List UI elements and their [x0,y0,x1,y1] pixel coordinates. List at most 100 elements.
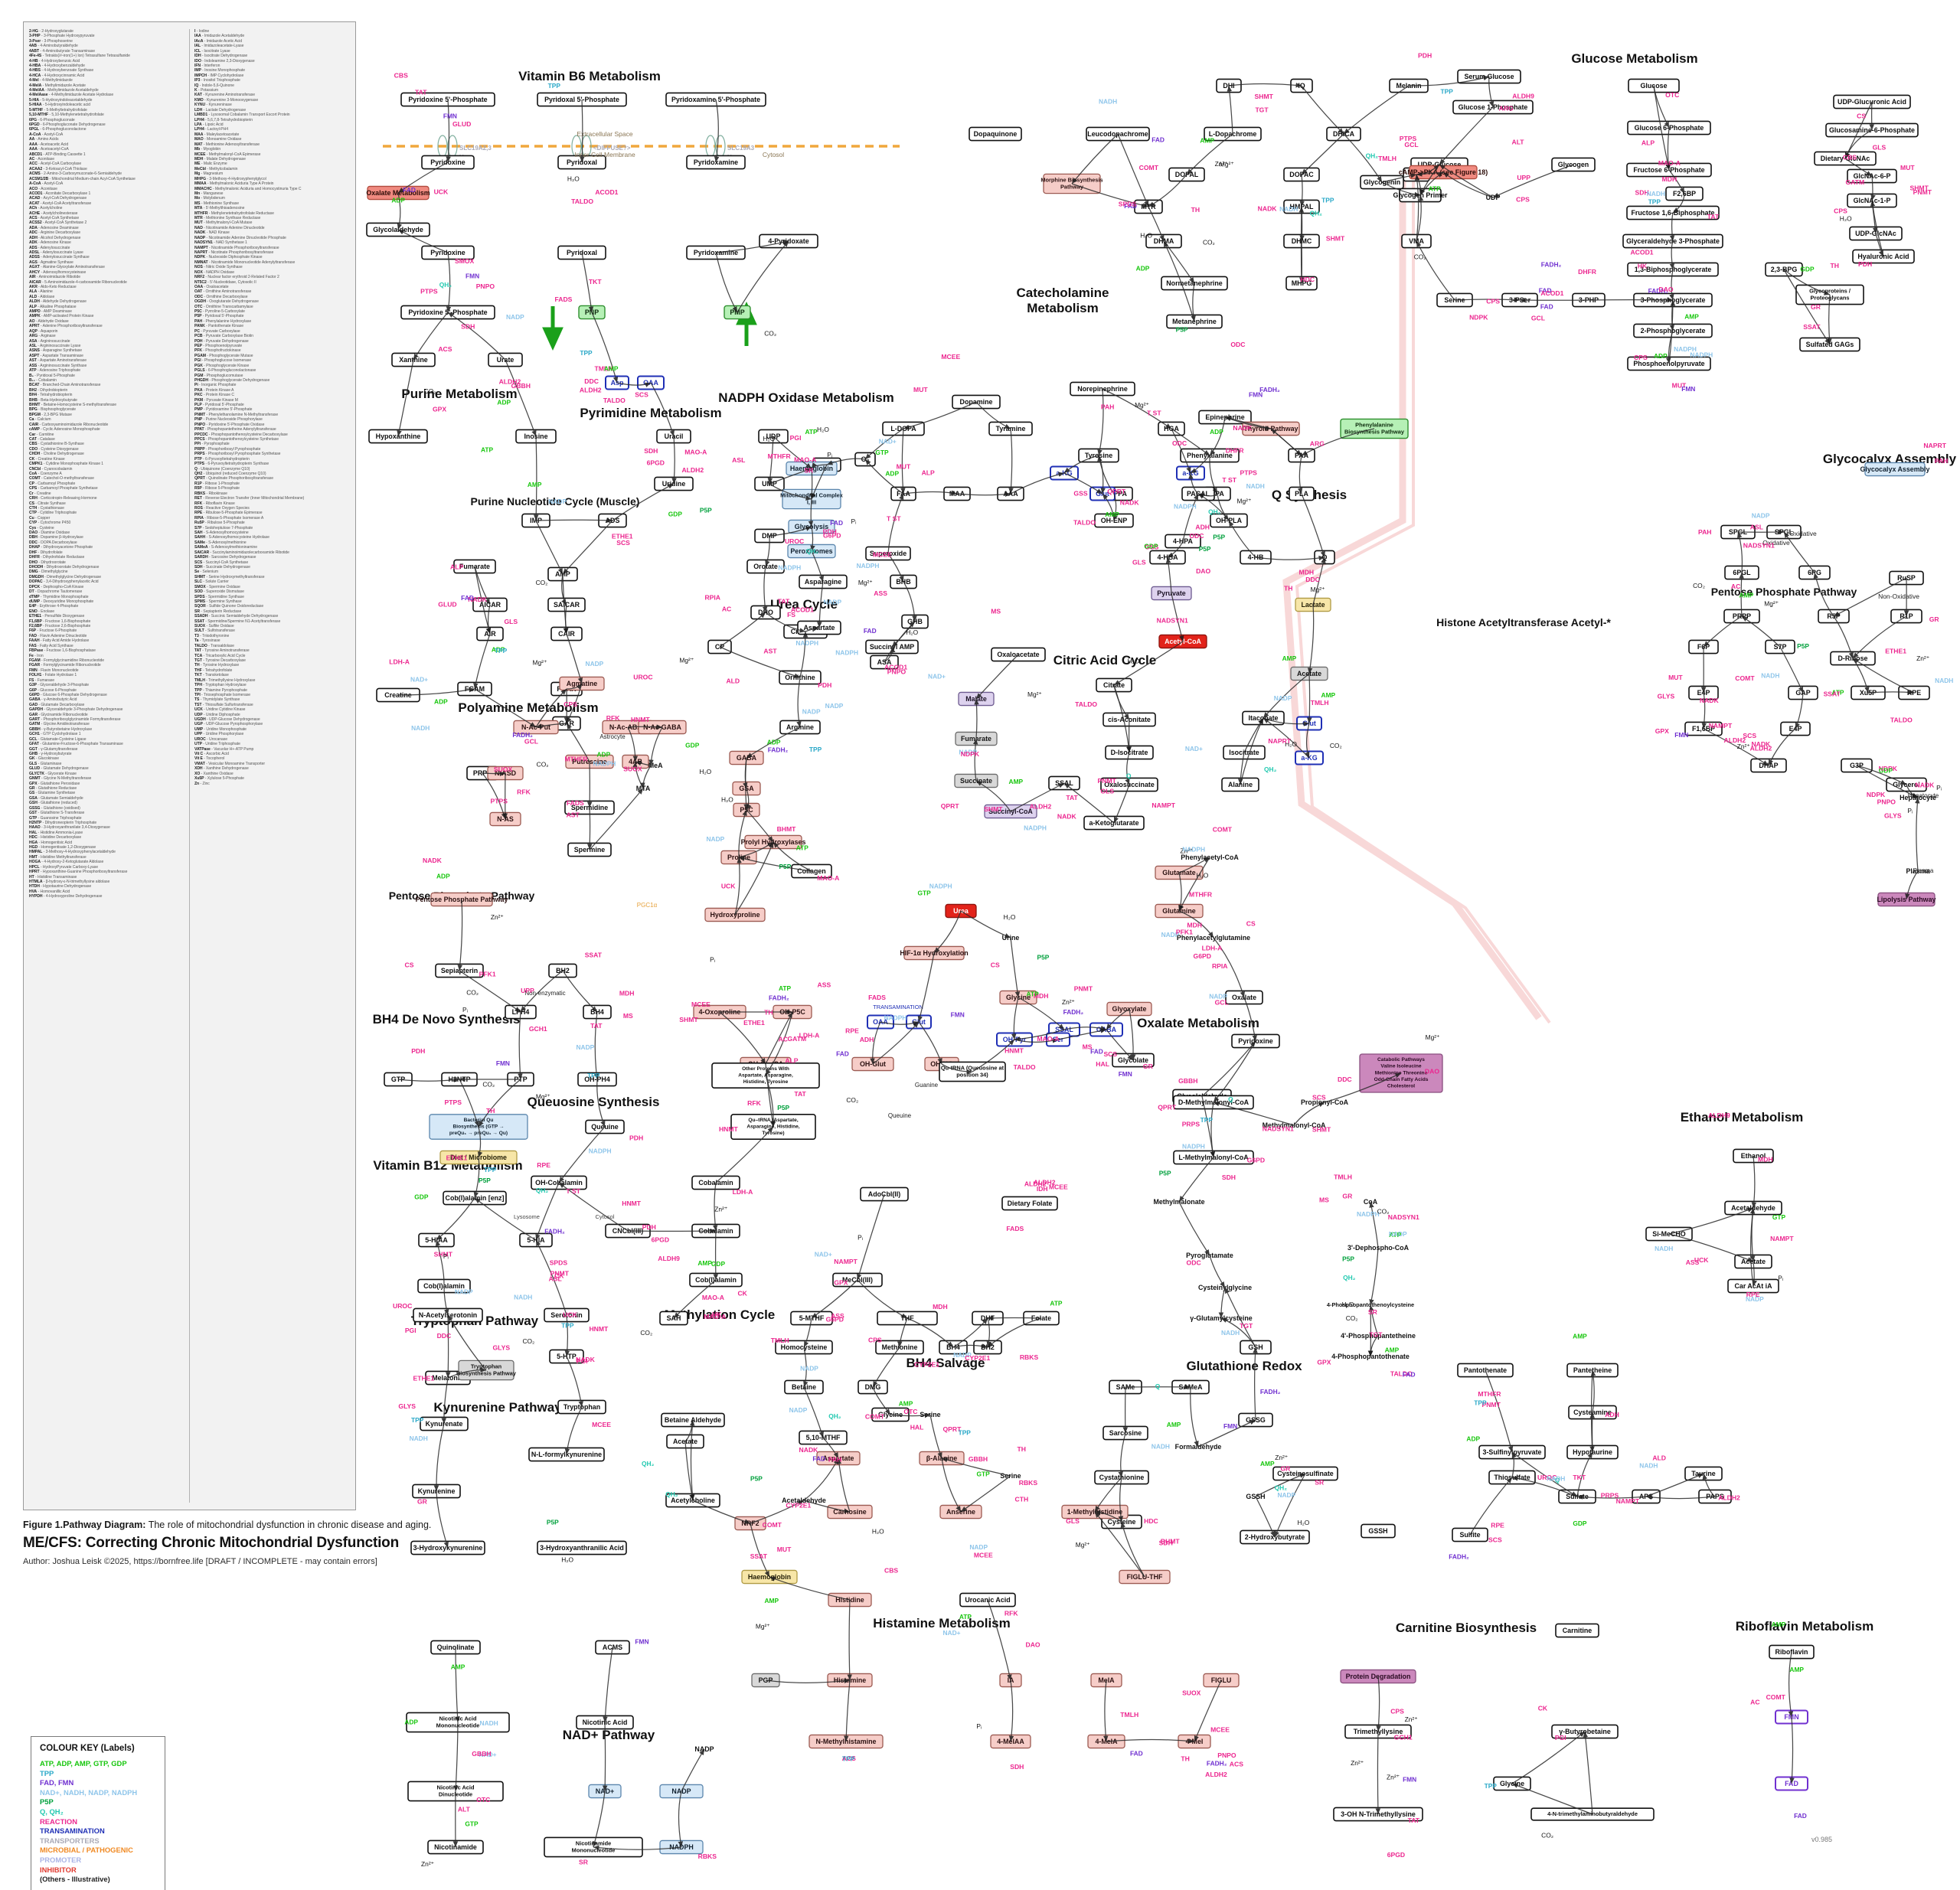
cofactor-label: ATP [1429,185,1442,193]
reaction-arrow [1585,1732,1592,1814]
cofactor-label: DDC [584,377,599,385]
colour-key-entry: TPP [40,1769,156,1779]
cofactor-label: TPP [495,647,508,654]
cofactor-label: GR [1280,1465,1291,1473]
cofactor-label: UPP [521,987,534,994]
cofactor-label: AMP [528,481,542,488]
cofactor-label: NAMPT [1770,1235,1794,1242]
cofactor-label: ODC [1230,341,1245,348]
cofactor-label: HNMT [622,1200,642,1207]
cofactor-label: AMP [1789,1666,1804,1673]
reaction-arrow [811,499,812,527]
cofactor-label: FMN [1681,385,1695,393]
reaction-arrow [679,1791,681,1847]
cofactor-label: P5P [777,1104,789,1111]
node-label: Dopamine [960,398,993,406]
cofactor-label: PDH [1858,260,1872,268]
reaction-arrow [536,521,563,574]
cofactor-label: Zn²⁺ [1737,743,1750,750]
reaction-arrow [605,1647,612,1722]
cofactor-label: TGT [1240,1322,1253,1330]
cofactor-label: CYP2E1 [786,1502,811,1510]
figure-caption: Figure 1.Pathway Diagram: The role of mi… [23,1520,605,1530]
cofactor-label: TMLH [1311,699,1329,707]
reaction-arrow [1302,86,1344,134]
cofactor-label: FMN [1223,1422,1237,1430]
cofactor-label: MTHFR [565,756,589,763]
cofactor-label: ATP [805,428,818,436]
cofactor-label: NADSYN1 [1263,1125,1294,1133]
cofactor-label: ACS [1230,1760,1243,1768]
glossary-divider [189,29,190,1503]
cofactor-label: NAD+ [1185,745,1203,752]
section-heading-catechol2: Metabolism [1027,301,1099,315]
cofactor-label: ARG [1310,439,1325,447]
cofactor-label: ASL [549,1275,562,1283]
colour-key-entry: Q, QH₂ [40,1807,156,1817]
cofactor-label: PFK1 [1176,929,1193,936]
reaction-arrow [716,100,718,162]
cofactor-label: Mg²⁺ [1135,401,1149,409]
cofactor-label: SUOX [623,765,642,773]
cofactor-label: RPE [845,1027,859,1034]
cofactor-label: AC [722,606,731,613]
cofactor-label: AC [1750,1699,1759,1706]
cofactor-label: MDH [1758,1155,1773,1163]
cofactor-label: GR [417,1497,428,1505]
cofactor-label: HAL [910,1424,924,1431]
section-heading-riboflavin: Riboflavin Metabolism [1736,1619,1873,1634]
reaction-arrow [1255,1347,1256,1420]
colour-key-entry: P5P [40,1797,156,1807]
cofactor-label: TAT [778,597,790,605]
cofactor-label: NAD+ [942,1629,960,1637]
cofactor-label: PNMT [1074,984,1093,992]
cofactor-label: RPE [1746,1291,1760,1298]
cofactor-label: RPIA [704,594,720,602]
cofactor-label: CO₂ [846,1096,858,1104]
reaction-arrow [1377,1732,1378,1814]
cofactor-label: GDP [668,511,683,518]
reaction-arrow [1099,389,1103,455]
reaction-arrow [1378,1676,1380,1732]
colour-key-title: COLOUR KEY (Labels) [40,1744,156,1753]
cofactor-label: TAT [415,88,427,96]
cofactor-label: QH₂ [439,281,452,289]
cofactor-label: COMT [763,1521,782,1529]
cofactor-label: SCS [635,391,648,399]
cofactor-label: MAO-A [794,455,816,463]
cofactor-label: PTPS [491,797,508,805]
cofactor-label: AMP [1385,1347,1400,1354]
cofactor-label: PGI [577,1357,588,1365]
reaction-arrow [1916,798,1918,871]
cofactor-label: DAO [1025,1641,1040,1649]
cofactor-label: RPE [537,1161,550,1169]
reaction-arrow [605,1722,606,1791]
cofactor-label: ASL [1750,523,1763,530]
node-label: Taurine [1691,1470,1715,1477]
cofactor-label: SMOX [455,257,475,265]
cofactor-label: FMN [1674,731,1688,739]
cofactor-label: NADP [802,707,821,715]
cofactor-label: Q [1228,1095,1233,1103]
cofactor-label: RFK [1004,1610,1018,1617]
cofactor-label: TAT [1408,1817,1420,1824]
cofactor-label: TALDO [571,197,593,205]
cofactor-label: AC [779,1036,788,1043]
cofactor-label: CPS [868,1337,882,1344]
cofactor-label: FAD [864,627,877,635]
cofactor-label: T ST [1147,409,1161,416]
reaction-arrow [1485,1370,1512,1452]
cofactor-label: NADSYN1 [1743,542,1775,550]
cofactor-label: Q [1155,1382,1161,1390]
cofactor-label: FMN [951,1010,965,1018]
cofactor-label: TAT [1066,794,1078,801]
cofactor-label: ATP [779,984,792,992]
cofactor-label: MUT [777,1546,792,1553]
cofactor-label: Mg²⁺ [1311,586,1325,593]
section-heading-glutaredox: Glutathione Redox [1186,1359,1302,1373]
cofactor-label: SSAT [750,1552,768,1560]
cofactor-label: CTH [1015,1495,1029,1503]
cofactor-label: MUT [1900,164,1915,171]
cofactor-label: Mg²⁺ [1027,690,1042,698]
reaction-arrow [716,253,737,312]
